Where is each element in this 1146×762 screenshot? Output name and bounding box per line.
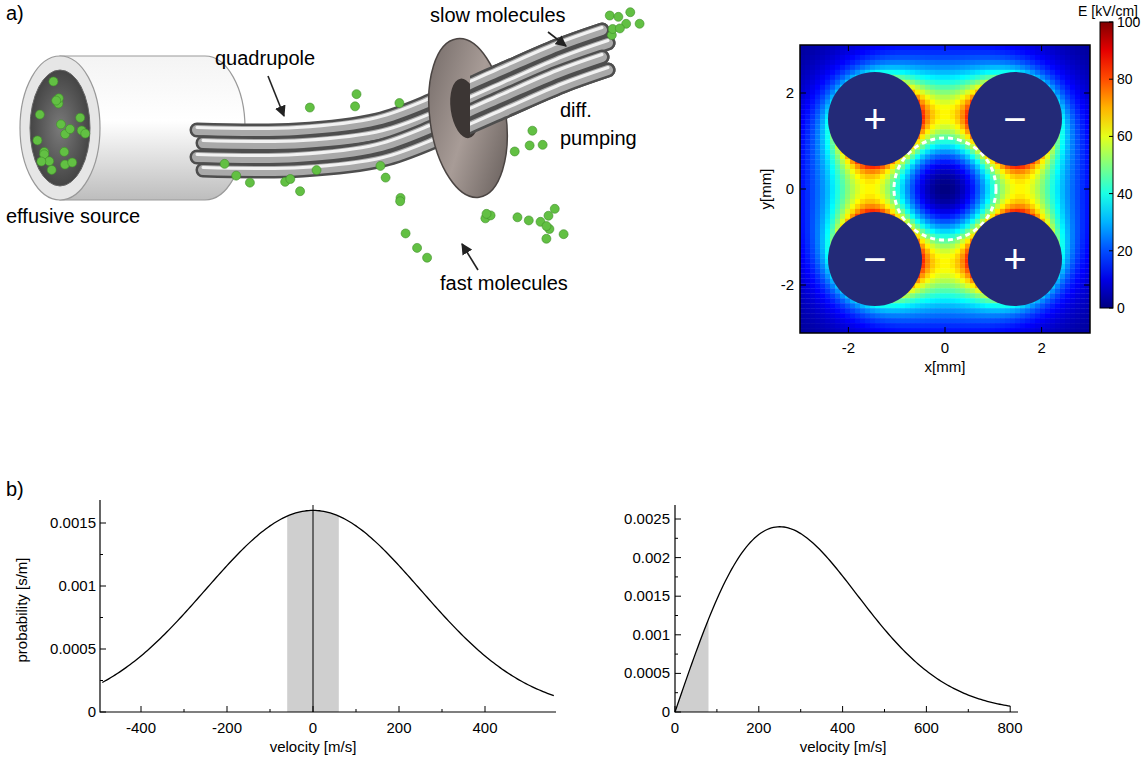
tick-label: 0.002 [632, 549, 670, 566]
tick-label: 0.0015 [624, 587, 670, 604]
part-label: slow molecules [430, 4, 566, 27]
tick-label: 0.0005 [50, 640, 96, 657]
panel-letter: b) [6, 478, 24, 501]
tick-label: 0 [309, 719, 317, 736]
axis-title: x[mm] [925, 358, 966, 375]
tick-label: -2 [842, 339, 855, 356]
colorbar-tick: 100 [1117, 14, 1140, 30]
tick-label: 0 [786, 180, 794, 197]
tick-label: -400 [126, 719, 156, 736]
axis-title: velocity [m/s] [270, 738, 357, 755]
tick-label: 2 [786, 84, 794, 101]
axis-title: velocity [m/s] [800, 738, 887, 755]
tick-label: 600 [914, 719, 939, 736]
tick-label: 0.001 [58, 577, 96, 594]
electrode: + [968, 212, 1062, 306]
tick-label: -2 [781, 276, 794, 293]
polarity-sign: + [863, 99, 886, 139]
tick-label: 0 [941, 339, 949, 356]
colorbar-tick: 80 [1117, 71, 1133, 87]
tick-label: 0 [662, 703, 670, 720]
velocity-plots [100, 500, 1018, 712]
axis-title: y[mm] [757, 169, 774, 210]
tick-label: 0 [671, 719, 679, 736]
colorbar [1100, 22, 1113, 308]
colorbar-tick: 40 [1117, 186, 1133, 202]
electrode: − [968, 72, 1062, 166]
trap-region [894, 138, 996, 240]
tick-label: 400 [830, 719, 855, 736]
part-label: effusive source [6, 205, 140, 228]
tick-label: 0.0025 [624, 510, 670, 527]
part-label: quadrupole [215, 47, 315, 70]
axis-title: probability [s/m] [13, 557, 30, 662]
electrode: − [828, 212, 922, 306]
tick-label: 200 [386, 719, 411, 736]
part-label: fast molecules [440, 272, 568, 295]
tick-label: 0.0005 [624, 664, 670, 681]
tick-label: 400 [472, 719, 497, 736]
colorbar-tick: 60 [1117, 128, 1133, 144]
colorbar-tick: 20 [1117, 243, 1133, 259]
tick-label: 200 [746, 719, 771, 736]
tick-label: 0.0015 [50, 514, 96, 531]
plot-frame [800, 45, 1090, 333]
field-map [800, 45, 1090, 333]
axis-ticks [800, 45, 1090, 333]
colorbar-tick: 0 [1117, 300, 1125, 316]
electrode: + [828, 72, 922, 166]
tick-label: 0 [88, 703, 96, 720]
colorbar-ticks [1109, 22, 1113, 308]
polarity-sign: + [1003, 239, 1026, 279]
quadrupole-rods [197, 28, 608, 171]
tick-label: 0.001 [632, 626, 670, 643]
polarity-sign: − [1003, 99, 1026, 139]
polarity-sign: − [863, 239, 886, 279]
panel-letter: a) [6, 2, 24, 25]
tick-label: 800 [997, 719, 1022, 736]
tick-label: 2 [1037, 339, 1045, 356]
part-label: diff. pumping [560, 96, 644, 152]
tick-label: -200 [212, 719, 242, 736]
